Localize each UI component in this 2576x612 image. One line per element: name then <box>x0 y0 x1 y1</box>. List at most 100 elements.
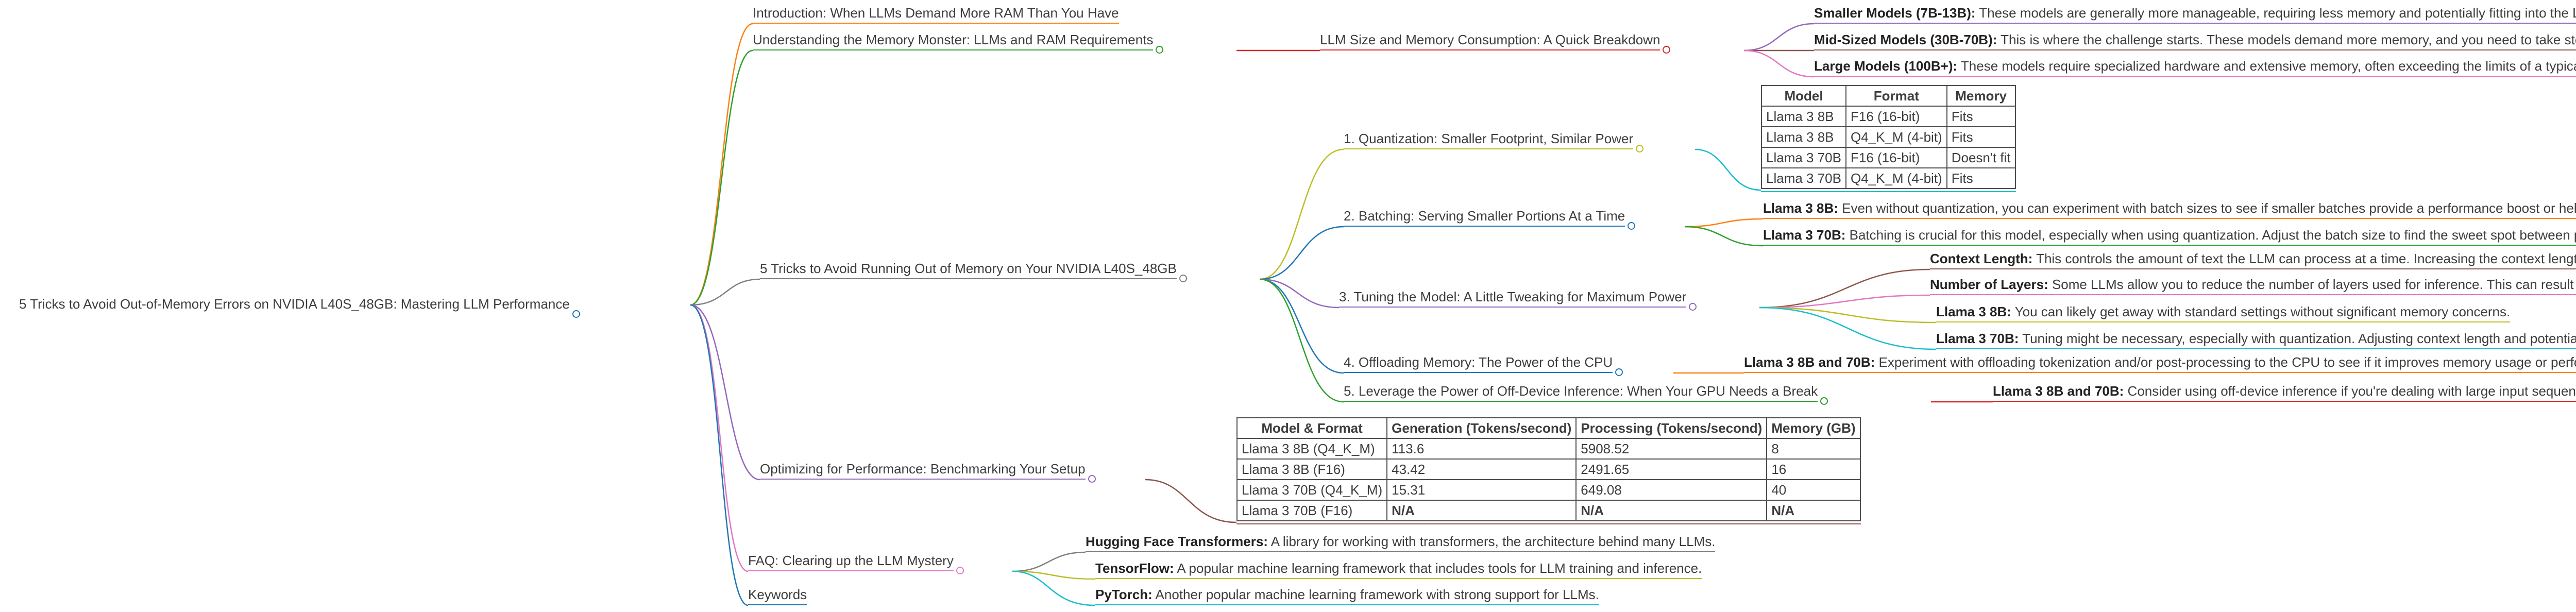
table-row: Llama 3 70B (Q4_K_M) 15.31 649.08 40 <box>1236 479 1861 501</box>
cell: Doesn't fit <box>1946 147 2016 168</box>
benchmark-table-node[interactable]: Model & Format Generation (Tokens/second… <box>1236 417 1861 524</box>
link-five-tricks-tuning <box>1259 278 1340 309</box>
link-tuning-tuning-70b <box>1759 307 1937 350</box>
link-five-tricks-quantization <box>1259 148 1344 280</box>
cell: Llama 3 8B <box>1761 126 1846 148</box>
node-term: Number of Layers: <box>1930 277 2048 292</box>
link-root-understanding <box>690 49 753 306</box>
node-label: LLM Size and Memory Consumption: A Quick… <box>1320 32 1660 47</box>
cell: 16 <box>1766 458 1861 480</box>
toggle-circle[interactable] <box>1636 145 1644 152</box>
node-term: Llama 3 8B: <box>1936 304 2011 319</box>
toggle-circle[interactable] <box>956 567 964 574</box>
cell: Llama 3 70B <box>1761 147 1846 168</box>
node-offdevice-models[interactable]: Llama 3 8B and 70B: Consider using off-d… <box>1993 383 2576 402</box>
link-faq-pytorch <box>1012 570 1096 606</box>
cell: Llama 3 8B (F16) <box>1236 458 1388 480</box>
toggle-circle[interactable] <box>1179 275 1187 282</box>
node-text: Even without quantization, you can exper… <box>1842 200 2576 216</box>
node-root[interactable]: 5 Tricks to Avoid Out-of-Memory Errors o… <box>19 296 580 318</box>
toggle-circle[interactable] <box>1820 397 1828 405</box>
node-label: 5 Tricks to Avoid Running Out of Memory … <box>760 261 1177 276</box>
table-header-row: Model & Format Generation (Tokens/second… <box>1236 417 1861 439</box>
node-smaller-models[interactable]: Smaller Models (7B-13B): These models ar… <box>1814 5 2576 24</box>
toggle-circle[interactable] <box>1615 368 1623 376</box>
link-quantization-fit-table <box>1694 148 1761 191</box>
node-quantization[interactable]: 1. Quantization: Smaller Footprint, Simi… <box>1344 131 1644 152</box>
link-batching-batch-8b <box>1684 218 1764 228</box>
node-introduction[interactable]: Introduction: When LLMs Demand More RAM … <box>753 5 1119 24</box>
node-mid-models[interactable]: Mid-Sized Models (30B-70B): This is wher… <box>1814 32 2576 50</box>
node-offdevice[interactable]: 5. Leverage the Power of Off-Device Infe… <box>1344 383 1828 405</box>
node-label: FAQ: Clearing up the LLM Mystery <box>748 553 954 568</box>
node-text: Some LLMs allow you to reduce the number… <box>2052 277 2576 292</box>
toggle-circle[interactable] <box>1663 46 1671 54</box>
node-offloading[interactable]: 4. Offloading Memory: The Power of the C… <box>1344 354 1623 376</box>
col-header: Model & Format <box>1236 417 1388 439</box>
toggle-circle[interactable] <box>1088 475 1096 483</box>
col-header: Processing (Tokens/second) <box>1575 417 1768 439</box>
node-batch-70b[interactable]: Llama 3 70B: Batching is crucial for thi… <box>1763 227 2576 246</box>
node-label: 3. Tuning the Model: A Little Tweaking f… <box>1339 289 1687 304</box>
node-batching[interactable]: 2. Batching: Serving Smaller Portions At… <box>1344 208 1636 230</box>
node-keywords[interactable]: Keywords <box>748 587 807 605</box>
toggle-circle[interactable] <box>1156 46 1164 54</box>
cell: Q4_K_M (4-bit) <box>1845 126 1947 148</box>
cell: 43.42 <box>1386 458 1577 480</box>
link-five-tricks-batching <box>1259 226 1344 280</box>
fit-table-node[interactable]: Model Format Memory Llama 3 8B F16 (16-b… <box>1761 85 2016 192</box>
cell: 5908.52 <box>1575 438 1768 460</box>
node-offloading-models[interactable]: Llama 3 8B and 70B: Experiment with offl… <box>1744 354 2576 373</box>
node-text: This is where the challenge starts. Thes… <box>2001 32 2576 47</box>
node-context-length[interactable]: Context Length: This controls the amount… <box>1930 251 2576 269</box>
link-tuning-tuning-8b <box>1759 307 1937 324</box>
root-toggle-circle[interactable] <box>572 310 580 318</box>
node-label: Keywords <box>748 587 807 602</box>
table-row: Llama 3 8B Q4_K_M (4-bit) Fits <box>1761 126 2016 148</box>
node-five-tricks[interactable]: 5 Tricks to Avoid Running Out of Memory … <box>760 261 1187 282</box>
node-tuning[interactable]: 3. Tuning the Model: A Little Tweaking f… <box>1339 289 1697 311</box>
cell: Fits <box>1946 126 2016 148</box>
node-text: This controls the amount of text the LLM… <box>2036 251 2576 266</box>
node-label: Understanding the Memory Monster: LLMs a… <box>753 32 1154 47</box>
node-llm-size[interactable]: LLM Size and Memory Consumption: A Quick… <box>1320 32 1671 54</box>
node-text: Another popular machine learning framewo… <box>1152 587 1599 602</box>
node-text: Experiment with offloading tokenization … <box>1875 354 2576 370</box>
node-label: 4. Offloading Memory: The Power of the C… <box>1344 354 1613 370</box>
col-header: Memory <box>1946 85 2016 107</box>
node-text: Batching is crucial for this model, espe… <box>1849 227 2576 243</box>
col-header: Model <box>1761 85 1846 107</box>
table-row: Llama 3 8B (Q4_K_M) 113.6 5908.52 8 <box>1236 438 1861 460</box>
node-term: Large Models (100B+): <box>1814 58 1958 74</box>
node-batch-8b[interactable]: Llama 3 8B: Even without quantization, y… <box>1763 200 2576 219</box>
table-row: Llama 3 70B F16 (16-bit) Doesn't fit <box>1761 147 2016 168</box>
toggle-circle[interactable] <box>1628 222 1636 230</box>
cell: Fits <box>1946 167 2016 189</box>
node-faq[interactable]: FAQ: Clearing up the LLM Mystery <box>748 553 964 574</box>
node-optimizing[interactable]: Optimizing for Performance: Benchmarking… <box>760 461 1096 483</box>
table-row: Llama 3 70B (F16) N/A N/A N/A <box>1236 500 1861 521</box>
node-tuning-70b[interactable]: Llama 3 70B: Tuning might be necessary, … <box>1936 331 2576 349</box>
cell: F16 (16-bit) <box>1845 147 1947 168</box>
node-tuning-8b[interactable]: Llama 3 8B: You can likely get away with… <box>1936 304 2511 322</box>
node-large-models[interactable]: Large Models (100B+): These models requi… <box>1814 58 2576 77</box>
node-understanding[interactable]: Understanding the Memory Monster: LLMs a… <box>753 32 1164 54</box>
link-root-optimizing <box>690 304 760 481</box>
cell: 8 <box>1766 438 1861 460</box>
node-hugging-face[interactable]: Hugging Face Transformers: A library for… <box>1086 534 1716 552</box>
table-row: Llama 3 70B Q4_K_M (4-bit) Fits <box>1761 167 2016 189</box>
node-term: PyTorch: <box>1095 587 1153 602</box>
toggle-circle[interactable] <box>1689 303 1697 311</box>
node-label: Introduction: When LLMs Demand More RAM … <box>753 5 1119 21</box>
node-label: 2. Batching: Serving Smaller Portions At… <box>1344 208 1625 224</box>
node-pytorch[interactable]: PyTorch: Another popular machine learnin… <box>1095 587 1599 605</box>
cell: N/A <box>1575 500 1768 521</box>
link-llm-size-large <box>1743 49 1815 78</box>
node-num-layers[interactable]: Number of Layers: Some LLMs allow you to… <box>1930 277 2576 295</box>
col-header: Generation (Tokens/second) <box>1386 417 1577 439</box>
link-root-introduction <box>690 23 753 306</box>
cell: Llama 3 8B (Q4_K_M) <box>1236 438 1388 460</box>
node-term: Llama 3 8B and 70B: <box>1993 383 2124 399</box>
node-tensorflow[interactable]: TensorFlow: A popular machine learning f… <box>1095 560 1702 579</box>
